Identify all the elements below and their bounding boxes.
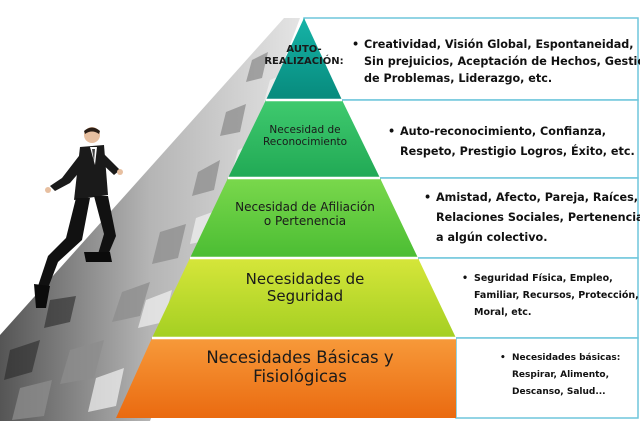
box-level-3 <box>379 177 639 259</box>
level-5-description: •Necesidades básicas: Respirar, Alimento… <box>500 350 620 401</box>
box-level-5 <box>455 337 639 419</box>
level-2-description: •Auto-reconocimiento, Confianza, Respeto… <box>388 122 635 162</box>
box-level-1 <box>303 17 639 101</box>
level-4-label: Necesidades de Seguridad <box>245 270 365 306</box>
box-level-2 <box>341 99 639 179</box>
level-1-description: •Creatividad, Visión Global, Espontaneid… <box>352 38 640 85</box>
pyramid-level-4 <box>152 258 456 338</box>
bullet-icon: • <box>462 273 469 284</box>
pyramid-level-2 <box>228 100 380 178</box>
pyramid-level-3 <box>190 178 418 258</box>
bullet-icon: • <box>424 191 432 204</box>
bullet-icon: • <box>352 38 360 51</box>
description-boxes <box>303 17 639 419</box>
level-4-description: •Seguridad Física, Empleo, Familiar, Rec… <box>462 270 639 321</box>
pyramid <box>116 18 456 418</box>
level-3-label: Necesidad de Afiliación o Pertenencia <box>235 200 375 228</box>
level-3-description: •Amistad, Afecto, Pareja, Raíces, Relaci… <box>424 188 640 248</box>
level-2-label: Necesidad de Reconocimiento <box>262 124 348 149</box>
businessman-figure <box>34 127 123 308</box>
bullet-icon: • <box>500 353 506 363</box>
bullet-icon: • <box>388 125 396 138</box>
level-1-label: AUTO- REALIZACIÓN: <box>264 44 344 67</box>
pyramid-level-1 <box>266 18 342 100</box>
pyramid-level-5 <box>116 338 456 418</box>
level-5-label: Necesidades Básicas y Fisiológicas <box>206 348 394 386</box>
